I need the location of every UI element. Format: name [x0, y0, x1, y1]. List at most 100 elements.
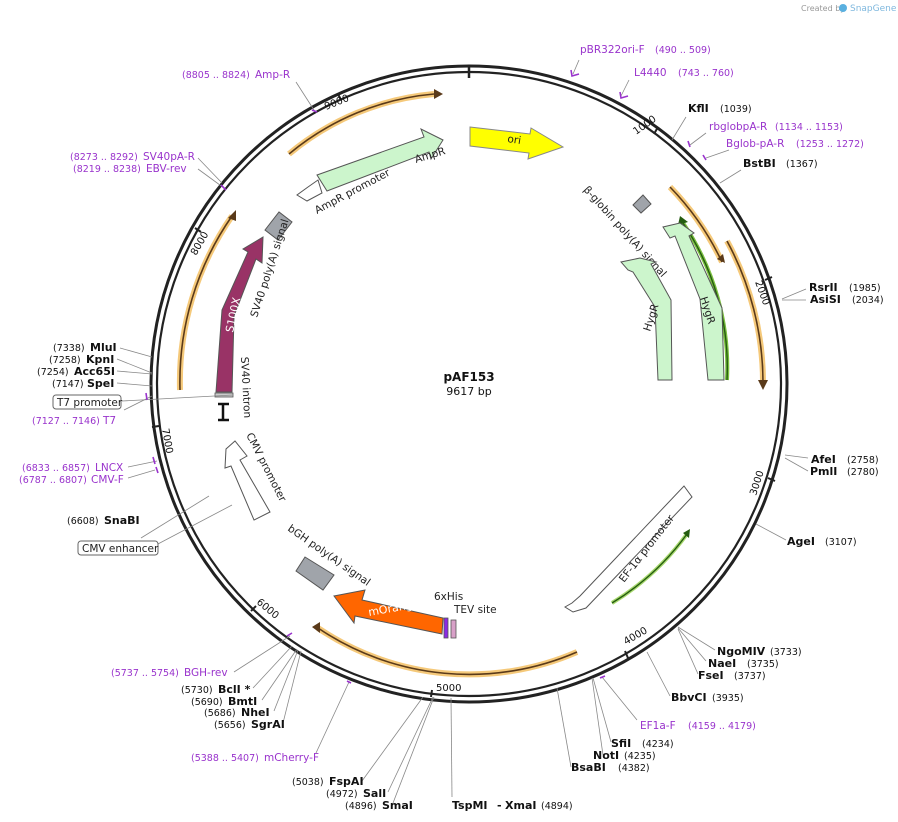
- cmv-promoter-arrow[interactable]: [224, 440, 271, 521]
- orf-s100-arrowhead: [228, 210, 236, 221]
- site-spei-name: SpeI: [87, 377, 114, 390]
- label-cmv-enhancer[interactable]: CMV enhancer: [77, 540, 159, 556]
- primer-label-pbr322[interactable]: pBR322ori-F (490 .. 509): [580, 44, 711, 56]
- site-acc65i-name: Acc65I: [74, 365, 115, 378]
- conn-snabi: [140, 495, 210, 539]
- hygr-2-arrow[interactable]: [662, 222, 725, 381]
- site-bbvci[interactable]: BbvCI (3935): [671, 691, 744, 704]
- site-kpni-pos: (7258): [49, 355, 81, 366]
- tick-7000-mark: [151, 425, 160, 428]
- morange-arrow[interactable]: [333, 589, 444, 635]
- site-bstbi[interactable]: BstBI (1367): [743, 157, 818, 170]
- ef1a-promoter-arrow[interactable]: [564, 485, 693, 613]
- feature-morange[interactable]: mOrange: [333, 589, 444, 635]
- site-pmli[interactable]: PmlI (2780): [810, 465, 879, 478]
- feature-6xhis-tev[interactable]: 6xHis TEV site: [434, 591, 497, 639]
- primer-label-l4440[interactable]: L4440 (743 .. 760): [634, 67, 734, 79]
- site-kfli-name: KflI: [688, 102, 709, 115]
- site-asisi[interactable]: AsiSI (2034): [810, 293, 884, 306]
- sv40-intron-label: SV40 intron: [238, 357, 253, 419]
- tick-4000-mark: [624, 650, 629, 659]
- hygr-1-arrow[interactable]: [620, 257, 673, 381]
- s100-arrow[interactable]: [215, 236, 264, 393]
- site-kfli[interactable]: KflI (1039): [688, 102, 752, 115]
- conn-agei: [755, 523, 787, 541]
- primer-label-ef1a[interactable]: EF1a-F (4159 .. 4179): [640, 720, 756, 732]
- feature-ori[interactable]: ori: [469, 126, 565, 160]
- site-ngomiv[interactable]: NgoMIV (3733): [717, 645, 802, 658]
- ori-label: ori: [507, 133, 522, 147]
- site-smai[interactable]: (4896) SmaI: [345, 799, 413, 812]
- primer-label-ampr[interactable]: (8805 .. 8824) Amp-R: [182, 69, 290, 81]
- site-mlui[interactable]: (7338) MluI: [53, 341, 117, 354]
- feature-cmv-promoter[interactable]: CMV promoter: [224, 431, 289, 521]
- feature-sv40-intron[interactable]: SV40 intron: [214, 357, 253, 422]
- primer-label-cmv[interactable]: (6787 .. 6807) CMV-F: [19, 474, 124, 486]
- feature-bgh-polya[interactable]: bGH poly(A) signal: [285, 523, 372, 591]
- site-nhei[interactable]: (5686) NheI: [204, 706, 270, 719]
- label-t7-promoter[interactable]: T7 promoter: [52, 394, 123, 410]
- conn-sfii: [592, 677, 612, 743]
- feature-hygr-1[interactable]: HygR: [620, 257, 673, 381]
- site-bcli[interactable]: (5730) BclI *: [181, 683, 251, 696]
- bglobin-box[interactable]: [632, 194, 652, 214]
- ori-arrow[interactable]: [469, 126, 565, 160]
- site-naei-name: NaeI: [708, 657, 736, 670]
- site-sali-name: SalI: [363, 787, 386, 800]
- primer-label-sv40pa[interactable]: (8273 .. 8292) SV40pA-R: [70, 151, 195, 163]
- feature-hygr-2[interactable]: HygR: [662, 222, 725, 381]
- site-snabi[interactable]: (6608) SnaBI: [67, 514, 140, 527]
- cmv-enhancer-box: [77, 540, 159, 556]
- site-afei-pos: (2758): [847, 455, 879, 466]
- sixhis-box[interactable]: [443, 617, 449, 639]
- site-agei[interactable]: AgeI (3107): [787, 535, 857, 548]
- site-afei[interactable]: AfeI (2758): [811, 453, 879, 466]
- conn-rbglob: [689, 132, 707, 146]
- site-fspai[interactable]: (5038) FspAI: [292, 775, 364, 788]
- site-fsei[interactable]: FseI (3737): [698, 669, 766, 682]
- site-agei-name: AgeI: [787, 535, 815, 548]
- site-tspmi[interactable]: TspMI - XmaI (4894): [452, 799, 573, 812]
- primer-mcherry-name: mCherry-F: [264, 752, 319, 764]
- feature-ampr[interactable]: AmpR: [316, 127, 447, 192]
- conn-ngomiv: [677, 626, 716, 651]
- primer-ef1a-name: EF1a-F: [640, 720, 676, 732]
- primer-ef1a-icon: [599, 675, 606, 679]
- bgh-box[interactable]: [295, 556, 335, 591]
- ampr-arrow[interactable]: [316, 127, 444, 192]
- primer-label-t7[interactable]: (7127 .. 7146) T7: [32, 415, 116, 427]
- primer-label-rbglob[interactable]: rbglobpA-R (1134 .. 1153): [709, 121, 843, 133]
- site-bsabi[interactable]: BsaBI (4382): [571, 761, 650, 774]
- site-sgrai[interactable]: (5656) SgrAI: [214, 718, 285, 731]
- site-sfii[interactable]: SfiI (4234): [611, 737, 674, 750]
- primer-label-mcherry[interactable]: (5388 .. 5407) mCherry-F: [191, 752, 319, 764]
- ampr-promoter-arrow[interactable]: [296, 179, 323, 202]
- site-acc65i[interactable]: (7254) Acc65I: [37, 365, 115, 378]
- primer-ampr-range: (8805 .. 8824): [182, 70, 250, 81]
- conn-fsei: [677, 628, 699, 675]
- site-rsrii[interactable]: RsrII (1985): [809, 281, 881, 294]
- site-naei[interactable]: NaeI (3735): [708, 657, 779, 670]
- site-bmti[interactable]: (5690) BmtI: [191, 695, 257, 708]
- orf-ef1a-arrowhead: [683, 529, 690, 538]
- tev-box[interactable]: [450, 619, 457, 639]
- primer-label-lncx[interactable]: (6833 .. 6857) LNCX: [22, 462, 123, 474]
- primer-l4440-name: L4440: [634, 67, 667, 79]
- feature-sv40-polya[interactable]: SV40 poly(A) signal: [248, 211, 293, 319]
- site-noti[interactable]: NotI (4235): [593, 749, 656, 762]
- primer-markers: [145, 69, 707, 684]
- site-kpni[interactable]: (7258) KpnI: [49, 353, 114, 366]
- site-rsrii-pos: (1985): [849, 283, 881, 294]
- orf-s100-line: [179, 215, 233, 391]
- primer-label-ebv[interactable]: (8219 .. 8238) EBV-rev: [73, 163, 187, 175]
- primer-label-bgh[interactable]: (5737 .. 5754) BGH-rev: [111, 667, 228, 679]
- sv40-polya-box[interactable]: [264, 211, 293, 241]
- site-spei[interactable]: (7147) SpeI: [52, 377, 114, 390]
- primer-label-bglob[interactable]: Bglob-pA-R (1253 .. 1272): [726, 138, 864, 150]
- primer-cmv-name: CMV-F: [91, 474, 124, 486]
- site-sali[interactable]: (4972) SalI: [326, 787, 386, 800]
- site-bstbi-name: BstBI: [743, 157, 776, 170]
- primer-mcherry-icon: [346, 680, 352, 684]
- site-bsabi-pos: (4382): [618, 763, 650, 774]
- site-bcli-name: BclI *: [218, 683, 251, 696]
